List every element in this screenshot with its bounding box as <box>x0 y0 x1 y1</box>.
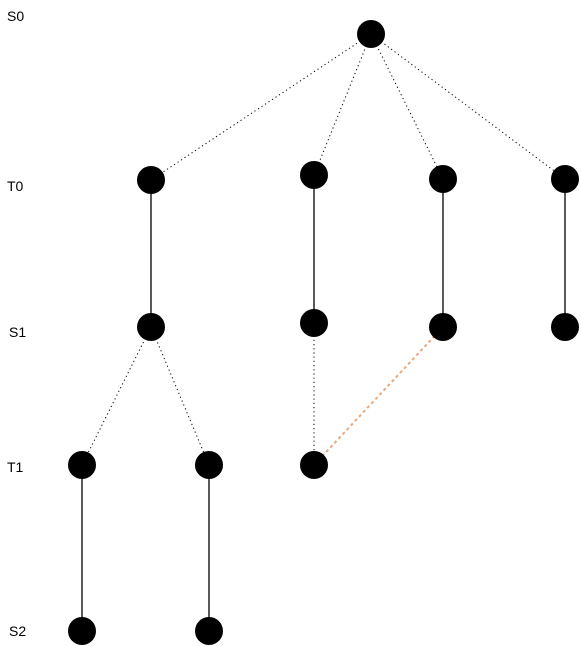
node-t0-b[interactable] <box>300 161 328 189</box>
node-s1-a[interactable] <box>137 313 165 341</box>
node-t0-a[interactable] <box>137 166 165 194</box>
edges <box>81 33 566 631</box>
edge-s0-root-to-t0-d <box>370 33 566 180</box>
node-t0-d[interactable] <box>551 165 579 193</box>
node-t1-a[interactable] <box>68 451 96 479</box>
level-label-s2: S2 <box>9 623 26 639</box>
level-label-s0: S0 <box>7 8 24 24</box>
node-s0-root[interactable] <box>357 20 385 48</box>
nodes <box>68 20 579 645</box>
edge-s0-root-to-t0-b <box>313 33 372 176</box>
edge-s1-a-to-t1-a <box>81 326 152 466</box>
node-s2-a[interactable] <box>68 617 96 645</box>
node-t1-c[interactable] <box>300 451 328 479</box>
node-s2-b[interactable] <box>195 617 223 645</box>
edge-s1-c-to-t1-c <box>313 326 444 466</box>
level-label-s1: S1 <box>9 324 26 340</box>
node-s1-b[interactable] <box>300 309 328 337</box>
level-labels: S0 T0 S1 T1 S2 <box>7 8 26 639</box>
node-t1-b[interactable] <box>195 451 223 479</box>
edge-s1-a-to-t1-b <box>150 326 210 466</box>
edge-s0-root-to-t0-c <box>370 33 444 180</box>
node-t0-c[interactable] <box>429 165 457 193</box>
node-s1-d[interactable] <box>551 313 579 341</box>
node-s1-c[interactable] <box>429 313 457 341</box>
edge-s0-root-to-t0-a <box>150 33 372 181</box>
level-label-t0: T0 <box>7 178 24 194</box>
level-label-t1: T1 <box>7 459 24 475</box>
